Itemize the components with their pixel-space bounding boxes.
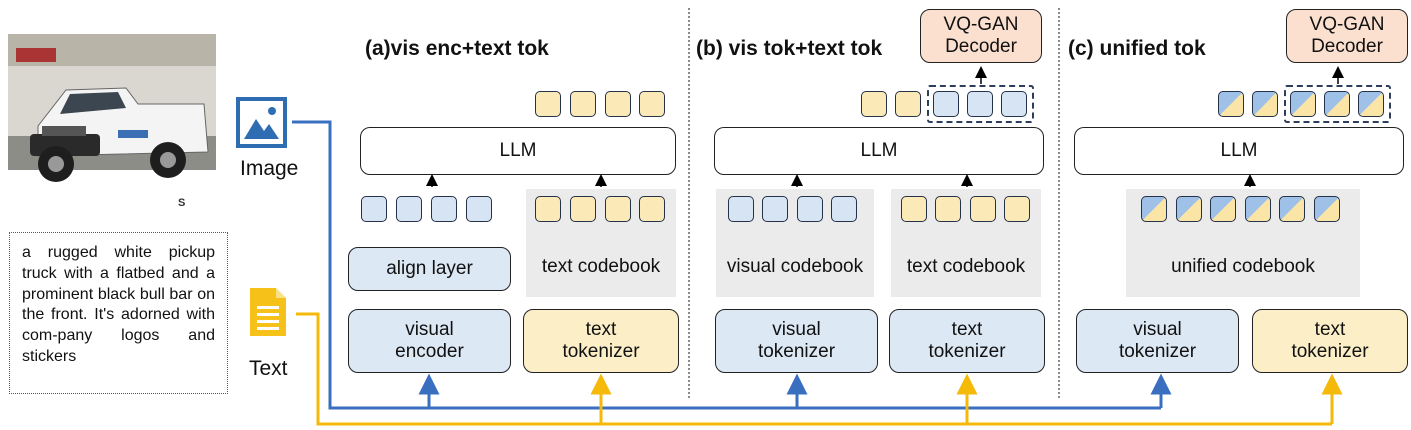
panel-a-align-layer: align layer <box>348 247 511 291</box>
image-label: Image <box>240 157 299 180</box>
separator-ab <box>688 8 690 398</box>
panel-a-visual-token <box>396 196 422 222</box>
panel-a-out-token <box>570 91 596 117</box>
panel-b-decoder-label: VQ-GAN Decoder <box>943 14 1019 57</box>
panel-c-llm: LLM <box>1074 127 1404 175</box>
panel-c-decoder-label: VQ-GAN Decoder <box>1309 14 1385 57</box>
panel-b-text-tokenizer-label: text tokenizer <box>928 319 1006 362</box>
panel-b-visual-token <box>728 196 754 222</box>
caption-text: a rugged white pickup truck with a flatb… <box>22 244 215 365</box>
panel-b-out-token <box>861 91 887 117</box>
panel-c-out-token <box>1252 91 1278 117</box>
panel-b-visual-token <box>831 196 857 222</box>
panel-c-unified-token <box>1176 196 1202 222</box>
panel-a-out-token <box>605 91 631 117</box>
panel-a-visual-encoder: visual encoder <box>348 309 511 373</box>
panel-c-title: (c) unified tok <box>1068 37 1206 60</box>
panel-b-visual-tokenizer-label: visual tokenizer <box>757 319 836 362</box>
panel-b-out-token <box>967 91 993 117</box>
separator-bc <box>1058 8 1060 398</box>
svg-text:S: S <box>178 197 185 209</box>
panel-c-unified-token <box>1210 196 1236 222</box>
panel-a-llm: LLM <box>360 127 676 175</box>
panel-a-visual-token <box>466 196 492 222</box>
panel-b-text-token <box>935 196 961 222</box>
pickup-truck-photo: S <box>8 34 216 214</box>
panel-c-visual-tokenizer: visual tokenizer <box>1076 309 1239 373</box>
panel-b-text-token <box>970 196 996 222</box>
panel-a-tokenizer-label: text tokenizer <box>562 319 640 362</box>
panel-b-vqgan-decoder: VQ-GAN Decoder <box>920 9 1042 63</box>
panel-a-text-token <box>639 196 665 222</box>
panel-b-out-token <box>1001 91 1027 117</box>
image-icon <box>236 97 287 148</box>
panel-b-text-codebook-label: text codebook <box>906 256 1026 277</box>
panel-b-visual-token <box>797 196 823 222</box>
panel-b-text-token <box>901 196 927 222</box>
panel-a-title: (a)vis enc+text tok <box>365 37 549 60</box>
panel-b-visual-tokenizer: visual tokenizer <box>715 309 878 373</box>
panel-a-llm-label: LLM <box>499 140 537 162</box>
panel-a-visual-token <box>431 196 457 222</box>
panel-c-llm-label: LLM <box>1220 140 1258 162</box>
panel-a-encoder-label: visual encoder <box>395 319 464 362</box>
panel-c-unified-token <box>1245 196 1271 222</box>
panel-a-codebook-label: text codebook <box>541 256 661 277</box>
panel-b-llm-label: LLM <box>860 140 898 162</box>
panel-b-out-token <box>933 91 959 117</box>
panel-b-title: (b) vis tok+text tok <box>696 37 883 60</box>
caption-box: a rugged white pickup truck with a flatb… <box>9 232 228 394</box>
panel-c-visual-tokenizer-label: visual tokenizer <box>1118 319 1197 362</box>
panel-a-text-token <box>605 196 631 222</box>
panel-c-out-token <box>1324 91 1350 117</box>
panel-b-out-token <box>895 91 921 117</box>
panel-a-align-label: align layer <box>386 258 473 280</box>
panel-c-out-token <box>1358 91 1384 117</box>
panel-a-out-token <box>535 91 561 117</box>
panel-b-visual-output-group <box>927 85 1034 123</box>
panel-a-text-token <box>570 196 596 222</box>
panel-c-vqgan-decoder: VQ-GAN Decoder <box>1286 9 1408 63</box>
panel-a-out-token <box>639 91 665 117</box>
panel-c-visual-output-group <box>1284 85 1391 123</box>
document-icon <box>248 286 288 338</box>
text-label: Text <box>249 357 288 380</box>
panel-a-visual-token <box>361 196 387 222</box>
panel-c-unified-token <box>1141 196 1167 222</box>
panel-a-text-token <box>535 196 561 222</box>
panel-a-text-tokenizer: text tokenizer <box>523 309 679 373</box>
panel-c-unified-token <box>1279 196 1305 222</box>
panel-b-visual-token <box>762 196 788 222</box>
panel-c-out-token <box>1218 91 1244 117</box>
panel-c-text-tokenizer-label: text tokenizer <box>1291 319 1369 362</box>
panel-b-visual-codebook-label: visual codebook <box>726 256 864 277</box>
panel-c-out-token <box>1290 91 1316 117</box>
panel-c-unified-token <box>1314 196 1340 222</box>
panel-c-codebook-label: unified codebook <box>1171 256 1315 277</box>
panel-b-llm: LLM <box>714 127 1044 175</box>
panel-b-text-tokenizer: text tokenizer <box>889 309 1045 373</box>
panel-b-text-token <box>1004 196 1030 222</box>
panel-c-text-tokenizer: text tokenizer <box>1252 309 1408 373</box>
